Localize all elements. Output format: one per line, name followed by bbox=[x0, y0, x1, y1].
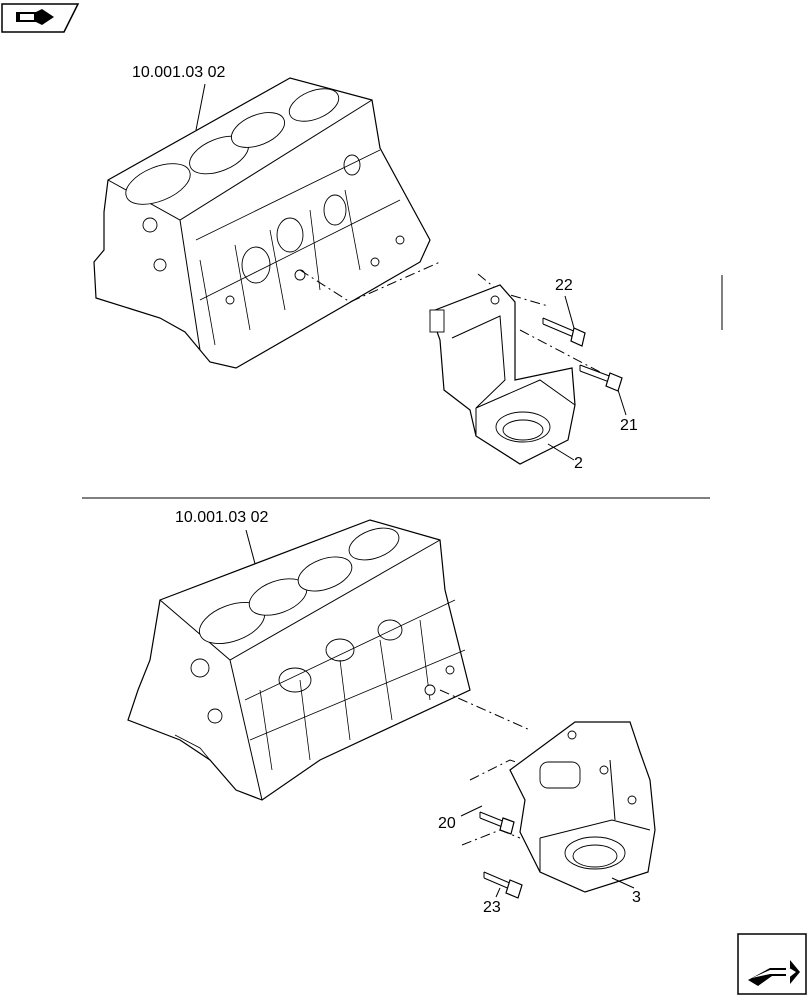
lower-reference-label[interactable]: 10.001.03 02 bbox=[175, 509, 269, 526]
callout-22[interactable]: 22 bbox=[555, 277, 573, 294]
upper-alignment-line-3 bbox=[519, 329, 601, 373]
upper-bracket bbox=[429, 284, 576, 465]
lower-view: 10.001.03 02 bbox=[127, 509, 656, 916]
lower-bolt-23 bbox=[483, 871, 523, 899]
upper-bolt-22 bbox=[542, 317, 586, 347]
arrow-right-icon[interactable] bbox=[1, 3, 80, 33]
upper-engine-block bbox=[93, 77, 431, 369]
callout-20[interactable]: 20 bbox=[438, 815, 456, 832]
callout-21[interactable]: 21 bbox=[620, 417, 638, 434]
lower-engine-block bbox=[127, 519, 471, 801]
lower-alignment-line bbox=[439, 689, 531, 731]
callout-3[interactable]: 3 bbox=[632, 889, 641, 906]
upper-bolt-21 bbox=[579, 364, 623, 392]
upper-reference-label[interactable]: 10.001.03 02 bbox=[132, 64, 226, 81]
upper-reference-leader bbox=[195, 83, 206, 131]
upper-alignment-line bbox=[299, 261, 441, 303]
lower-bracket bbox=[509, 721, 656, 893]
next-page-arrow-icon[interactable] bbox=[737, 933, 807, 995]
upper-view: 10.001.03 02 bbox=[93, 64, 638, 472]
lower-bolt-20 bbox=[479, 811, 515, 835]
callout-23[interactable]: 23 bbox=[483, 899, 501, 916]
callout-2[interactable]: 2 bbox=[574, 455, 583, 472]
